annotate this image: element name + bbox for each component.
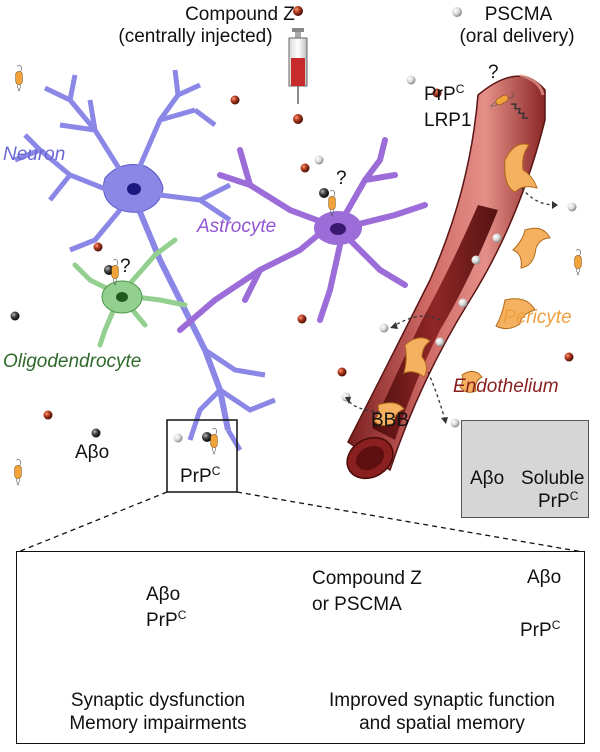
lrp1-label: LRP1 [424, 110, 472, 131]
vessel-particles [435, 233, 502, 347]
blood-vessel [346, 73, 546, 480]
compound-z-title: Compound Z [185, 4, 295, 25]
right-caption-line2: and spatial memory [359, 713, 525, 734]
legend-soluble-label: Soluble [521, 468, 585, 489]
prpc-question-mark: ? [488, 62, 499, 83]
zoom-line-right [236, 491, 584, 553]
lrp1-receptor [510, 103, 528, 119]
left-abo-label: Aβo [146, 584, 181, 605]
prpc-label-top: PrPC [424, 82, 465, 106]
astrocyte-nucleus [330, 223, 346, 235]
left-prpc-sup: C [177, 608, 187, 622]
zoom-box [166, 419, 238, 493]
oligodendrocyte-question-mark: ? [120, 256, 131, 277]
abo-particles [10, 188, 329, 442]
prpc-synapse-base: PrP [180, 466, 212, 487]
pscma-particles [173, 7, 577, 443]
legend-box [461, 420, 589, 518]
zoom-line-left [17, 491, 168, 553]
right-compound-line1: Compound Z [312, 568, 422, 589]
pericyte-label: Pericyte [503, 307, 572, 328]
left-caption-line1: Synaptic dysfunction [70, 690, 246, 711]
right-prpc-label: PrPC [520, 618, 561, 642]
bottom-panel [16, 551, 585, 744]
astrocyte-label: Astrocyte [197, 216, 277, 237]
pericyte-cells [373, 143, 551, 427]
compound-z-subtitle: (centrally injected) [118, 26, 273, 47]
legend-prpc-base: PrP [538, 491, 570, 512]
right-prpc-sup: C [551, 618, 561, 632]
pscma-subtitle: (oral delivery) [459, 26, 575, 47]
legend-abo-label: Aβo [470, 468, 505, 489]
prpc-synapse-label: PrPC [180, 464, 221, 488]
legend-prpc-sup: C [569, 489, 579, 503]
compound-z-particles [43, 6, 574, 420]
pscma-title: PSCMA [484, 4, 553, 25]
oligodendrocyte-nucleus [116, 292, 128, 302]
prpc-label-top-base: PrP [424, 84, 456, 105]
right-compound-line2: or PSCMA [312, 594, 402, 615]
syringe-icon [288, 28, 308, 104]
arrow-heads [345, 201, 558, 424]
left-caption-line2: Memory impairments [69, 713, 247, 734]
oligodendrocyte-label: Oligodendrocyte [3, 351, 142, 372]
astrocyte-question-mark: ? [336, 168, 347, 189]
prpc-label-top-sup: C [455, 82, 465, 96]
right-prpc-base: PrP [520, 620, 552, 641]
bbb-label: BBB [371, 410, 410, 431]
neuron-nucleus [127, 183, 141, 195]
abo-label: Aβo [75, 442, 110, 463]
right-caption-line1: Improved synaptic function [328, 690, 555, 711]
prpc-synapse-sup: C [211, 464, 221, 478]
legend-prpc-label: PrPC [538, 489, 579, 513]
left-prpc-base: PrP [146, 610, 178, 631]
neuron-label: Neuron [3, 144, 66, 165]
astrocyte-cell [177, 137, 428, 333]
left-prpc-label: PrPC [146, 608, 187, 632]
neuron-cell [14, 69, 276, 452]
right-abo-label: Aβo [527, 567, 562, 588]
endothelium-label: Endothelium [453, 376, 559, 397]
